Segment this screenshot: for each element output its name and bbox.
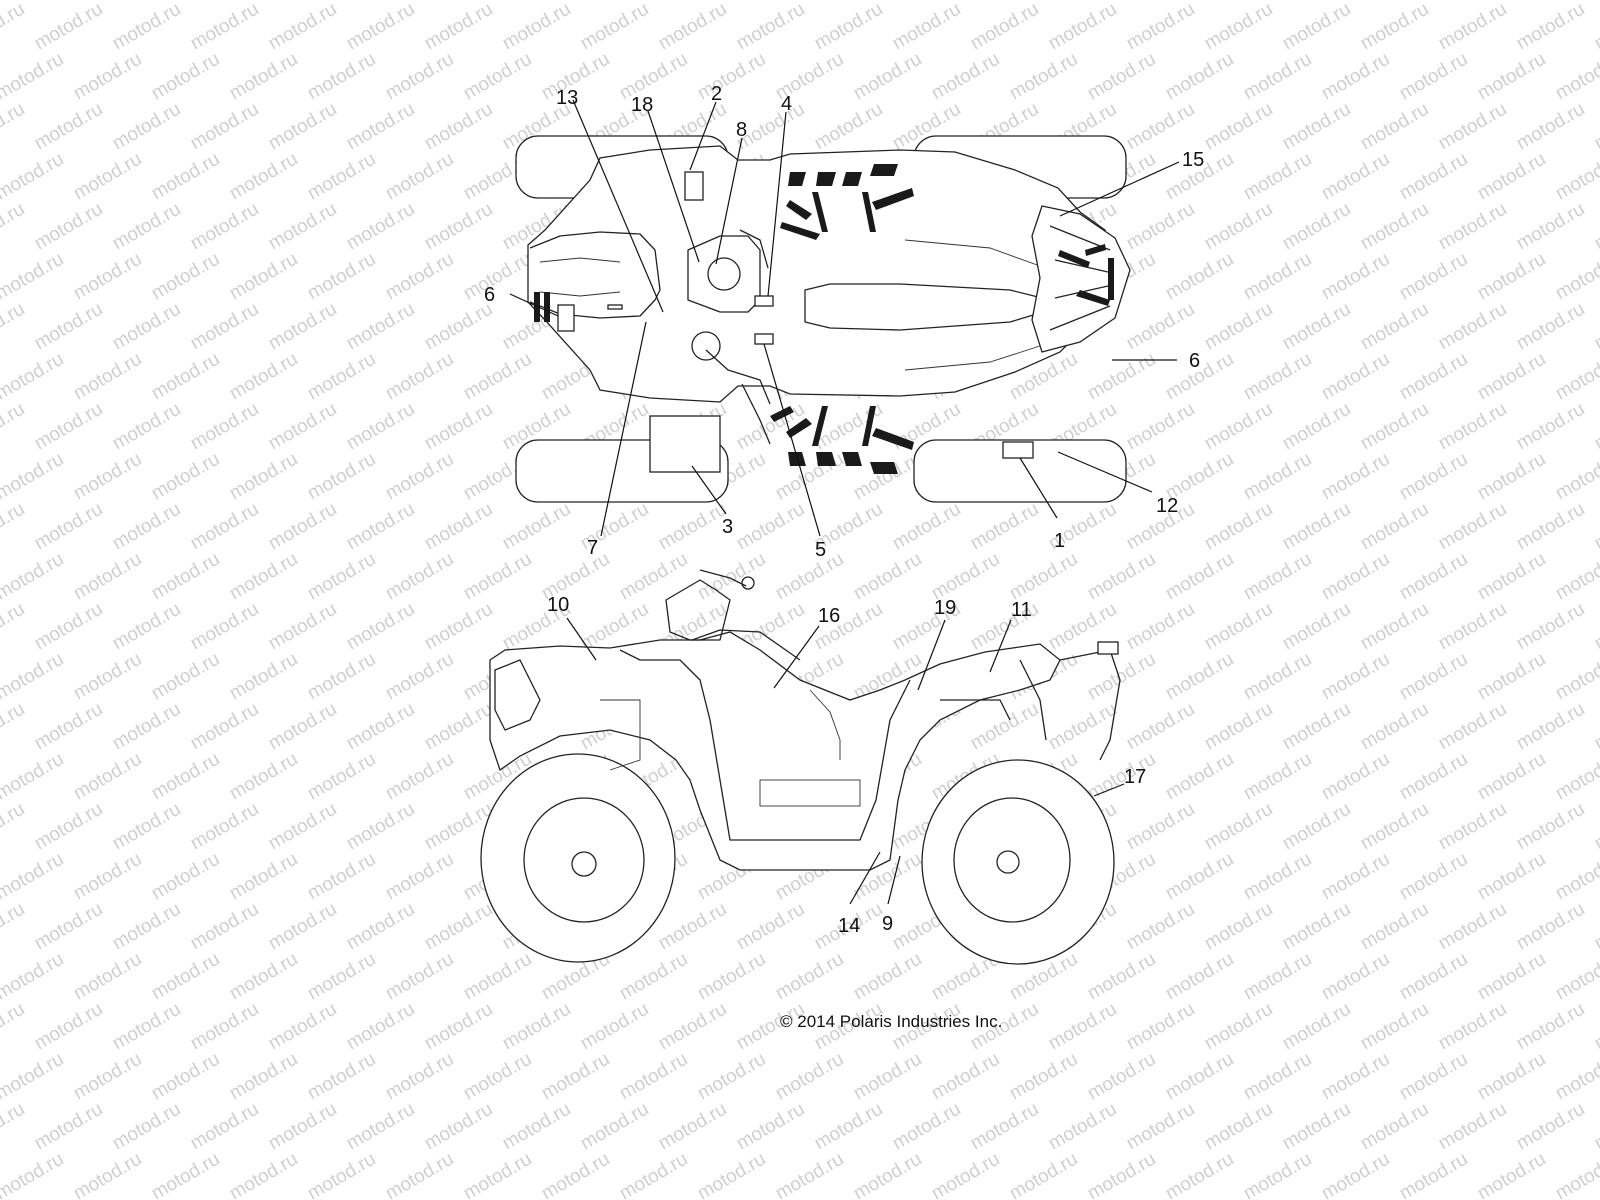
callout-6-rear: 6 xyxy=(1189,350,1200,372)
callout-12: 12 xyxy=(1156,495,1178,517)
front-tire xyxy=(480,753,676,963)
callout-7: 7 xyxy=(587,537,598,559)
callout-3: 3 xyxy=(722,516,733,538)
callout-8: 8 xyxy=(736,119,747,141)
front-decal-6 xyxy=(557,304,575,332)
callout-17: 17 xyxy=(1124,766,1146,788)
callout-4: 4 xyxy=(781,93,792,115)
front-grille-slot xyxy=(544,292,550,322)
callout-16: 16 xyxy=(818,605,840,627)
callout-2: 2 xyxy=(711,83,722,105)
callout-15: 15 xyxy=(1182,149,1204,171)
rear-rack-side xyxy=(1059,649,1121,761)
rear-tire xyxy=(921,759,1115,965)
hole-marker xyxy=(607,304,623,310)
callout-10: 10 xyxy=(547,594,569,616)
handlebar-pod xyxy=(665,579,731,641)
decal-5 xyxy=(754,333,774,345)
callout-5: 5 xyxy=(815,539,826,561)
callout-6-front: 6 xyxy=(484,284,495,306)
callout-19: 19 xyxy=(934,597,956,619)
decal-2 xyxy=(684,171,704,201)
copyright-notice: © 2014 Polaris Industries Inc. xyxy=(780,1012,1003,1031)
callout-1: 1 xyxy=(1054,530,1065,552)
decal-4 xyxy=(754,295,774,307)
decal-3 xyxy=(649,415,721,473)
callout-14: 14 xyxy=(838,915,860,937)
callout-13: 13 xyxy=(556,87,578,109)
rear-rack xyxy=(1031,205,1131,353)
callout-18: 18 xyxy=(631,94,653,116)
atv-top-view xyxy=(515,135,1131,503)
callout-9: 9 xyxy=(882,913,893,935)
decal-1 xyxy=(1002,441,1034,459)
atv-side-view xyxy=(480,569,1121,965)
callout-11: 11 xyxy=(1011,599,1032,621)
